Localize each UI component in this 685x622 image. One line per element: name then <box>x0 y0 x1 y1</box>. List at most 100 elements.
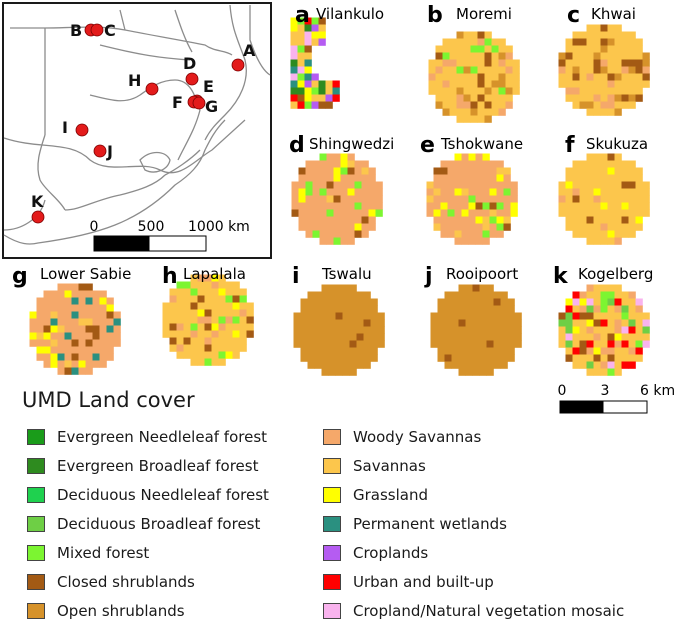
pixel <box>293 333 301 341</box>
pixel <box>628 188 636 196</box>
pixel <box>437 298 445 306</box>
pixel <box>621 223 629 231</box>
pixel <box>586 223 594 231</box>
pixel <box>614 108 622 116</box>
pixel <box>558 340 566 348</box>
pixel <box>78 360 86 368</box>
pixel <box>607 216 615 224</box>
pixel <box>71 367 79 375</box>
legend-swatch <box>27 487 45 503</box>
pixel <box>468 216 476 224</box>
pixel <box>493 347 501 355</box>
pixel <box>354 223 362 231</box>
pixel <box>505 52 513 60</box>
pixel <box>475 167 483 175</box>
pixel <box>57 339 65 347</box>
pixel <box>600 333 608 341</box>
pixel <box>507 305 515 313</box>
pixel <box>614 202 622 210</box>
pixel <box>342 354 350 362</box>
pixel <box>628 298 636 306</box>
pixel <box>479 347 487 355</box>
pixel <box>204 295 212 303</box>
panel-name-k: Kogelberg <box>578 265 653 283</box>
pixel <box>500 333 508 341</box>
pixel <box>493 298 501 306</box>
pixel <box>368 216 376 224</box>
pixel <box>211 358 219 366</box>
pixel <box>493 291 501 299</box>
pixel <box>493 326 501 334</box>
pixel <box>477 66 485 74</box>
pixel <box>607 319 615 327</box>
pixel <box>472 354 480 362</box>
pixel <box>444 298 452 306</box>
pixel <box>442 101 450 109</box>
pixel <box>498 108 506 116</box>
pixel <box>593 333 601 341</box>
pixel <box>99 304 107 312</box>
pixel <box>333 195 341 203</box>
pixel <box>190 309 198 317</box>
pixel <box>628 181 636 189</box>
pixel <box>442 80 450 88</box>
pixel <box>475 153 483 161</box>
pixel <box>363 347 371 355</box>
pixel <box>225 351 233 359</box>
pixel <box>85 367 93 375</box>
pixel <box>335 326 343 334</box>
pixel <box>482 216 490 224</box>
pixel <box>607 230 615 238</box>
pixel <box>565 305 573 313</box>
pixel <box>50 332 58 340</box>
pixel <box>444 340 452 348</box>
pixel <box>332 94 340 102</box>
pixel <box>458 326 466 334</box>
map-frame <box>2 2 272 259</box>
pixel <box>572 202 580 210</box>
pixel <box>600 291 608 299</box>
pixel <box>579 291 587 299</box>
pixel <box>57 290 65 298</box>
pixel <box>600 59 608 67</box>
pixel <box>356 291 364 299</box>
pixel <box>491 94 499 102</box>
pixel <box>332 80 340 88</box>
pixel <box>503 202 511 210</box>
pixel <box>505 87 513 95</box>
pixel <box>461 174 469 182</box>
pixel <box>333 230 341 238</box>
pixel <box>106 297 114 305</box>
pixel <box>565 209 573 217</box>
pixel <box>204 288 212 296</box>
pixel <box>197 344 205 352</box>
pixel <box>197 316 205 324</box>
pixel <box>99 332 107 340</box>
legend-item: Evergreen Needleleaf forest <box>27 428 267 446</box>
pixel <box>491 73 499 81</box>
pixel <box>36 318 44 326</box>
pixel <box>176 281 184 289</box>
pixel <box>333 181 341 189</box>
pixel <box>340 202 348 210</box>
pixel <box>356 298 364 306</box>
pixel <box>607 24 615 32</box>
pixel <box>328 312 336 320</box>
pixel <box>361 202 369 210</box>
pixel <box>463 101 471 109</box>
pixel <box>579 94 587 102</box>
pixel <box>593 368 601 376</box>
pixel <box>211 288 219 296</box>
pixel <box>491 101 499 109</box>
pixel <box>433 174 441 182</box>
pixel <box>204 330 212 338</box>
site-marker-h <box>145 82 159 96</box>
pixel <box>565 38 573 46</box>
pixel <box>593 230 601 238</box>
pixel <box>565 347 573 355</box>
pixel <box>586 202 594 210</box>
legend-item: Savannas <box>323 457 426 475</box>
pixel <box>437 305 445 313</box>
pixel <box>458 354 466 362</box>
